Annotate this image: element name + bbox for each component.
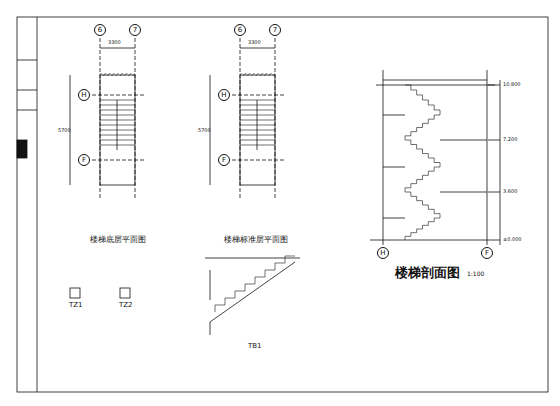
axis-label: 6 [98, 27, 102, 34]
elevation: 10.800 [503, 82, 521, 87]
drawing-title: 楼梯标准层平面图 [224, 236, 288, 244]
elevation: 7.200 [503, 137, 517, 142]
axis-label: H [81, 92, 86, 99]
member-mark: TZ1 [69, 302, 83, 309]
axis-label: 6 [238, 27, 242, 34]
member-mark: TB1 [248, 343, 262, 350]
elevation: ±0.000 [503, 237, 522, 242]
dimension: 5700 [58, 128, 71, 133]
dimension: 3300 [248, 40, 261, 45]
axis-bubble: H [78, 89, 90, 101]
axis-bubble: 6 [94, 24, 106, 36]
axis-bubble: F [481, 247, 493, 259]
axis-label: F [222, 157, 226, 164]
axis-label: F [82, 157, 86, 164]
dimension: 5700 [198, 128, 211, 133]
axis-bubble: H [218, 89, 230, 101]
axis-bubble: F [218, 154, 230, 166]
elevation: 3.600 [503, 189, 517, 194]
axis-label: 7 [273, 27, 277, 34]
axis-label: H [380, 250, 385, 257]
axis-bubble: 7 [269, 24, 281, 36]
axis-label: 7 [133, 27, 137, 34]
axis-label: F [485, 250, 489, 257]
axis-label: H [221, 92, 226, 99]
member-mark: TZ2 [119, 302, 133, 309]
scale: 1:100 [467, 271, 484, 277]
dimension: 3300 [108, 40, 121, 45]
axis-bubble: 6 [234, 24, 246, 36]
drawing-title: 楼梯底层平面图 [90, 236, 146, 244]
axis-bubble: F [78, 154, 90, 166]
axis-bubble: 7 [129, 24, 141, 36]
drawing-title: 楼梯剖面图 [395, 266, 460, 279]
axis-bubble: H [377, 247, 389, 259]
